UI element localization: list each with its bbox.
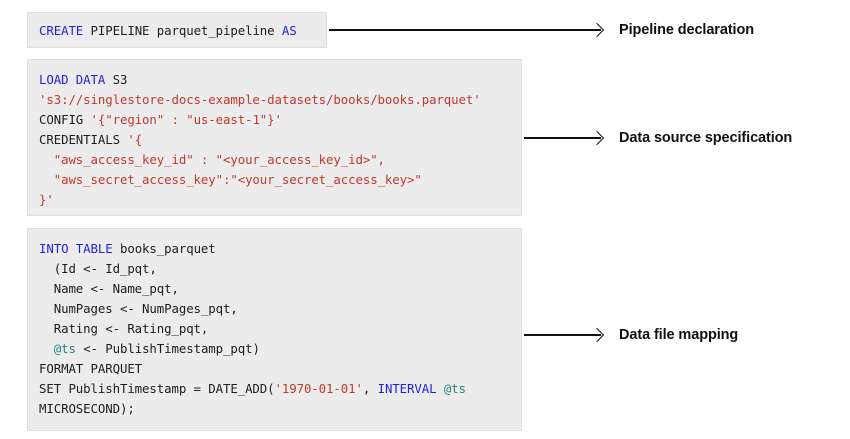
annotation-data-file-mapping: Data file mapping — [524, 325, 738, 345]
code-token-str: '1970-01-01' — [274, 381, 363, 396]
code-token-plain: FORMAT PARQUET — [39, 361, 143, 376]
code-token-str: '{ — [127, 132, 143, 147]
code-token-plain: NumPages <- NumPages_pqt, — [39, 301, 238, 316]
code-token-str: "aws_access_key_id" : "<your_access_key_… — [39, 152, 385, 167]
code-token-var: @ts — [443, 381, 466, 396]
code-token-plain: PIPELINE parquet_pipeline — [83, 23, 282, 38]
code-line: MICROSECOND); — [39, 399, 521, 419]
code-token-str: "aws_secret_access_key":"<your_secret_ac… — [39, 172, 422, 187]
arrow-icon — [329, 29, 601, 31]
code-token-plain — [436, 381, 443, 396]
code-line: Rating <- Rating_pqt, — [39, 319, 521, 339]
annotation-label-data-file-mapping: Data file mapping — [619, 327, 739, 343]
annotation-label-data-source-specification: Data source specification — [619, 130, 793, 146]
code-token-kw: CREATE — [39, 23, 84, 38]
annotation-label-pipeline-declaration: Pipeline declaration — [619, 22, 754, 38]
code-line: Name <- Name_pqt, — [39, 279, 521, 299]
code-token-kw: LOAD DATA — [39, 72, 106, 87]
code-token-plain: , — [362, 381, 378, 396]
code-line: "aws_secret_access_key":"<your_secret_ac… — [39, 170, 521, 190]
code-token-str: 's3://singlestore-docs-example-datasets/… — [39, 92, 481, 107]
code-token-plain: books_parquet — [112, 241, 216, 256]
code-line: LOAD DATA S3 — [39, 70, 521, 90]
code-line: CREATE PIPELINE parquet_pipeline AS — [39, 21, 326, 41]
code-line: CONFIG '{"region" : "us-east-1"}' — [39, 110, 521, 130]
code-token-str: '{"region" : "us-east-1"}' — [90, 112, 282, 127]
code-line: FORMAT PARQUET — [39, 359, 521, 379]
code-line: SET PublishTimestamp = DATE_ADD('1970-01… — [39, 379, 521, 399]
code-line: @ts <- PublishTimestamp_pqt) — [39, 339, 521, 359]
code-block-pipeline-declaration: CREATE PIPELINE parquet_pipeline AS — [27, 12, 327, 48]
code-line: NumPages <- NumPages_pqt, — [39, 299, 521, 319]
code-block-data-source-specification: LOAD DATA S3 's3://singlestore-docs-examp… — [27, 59, 522, 216]
code-token-plain: SET PublishTimestamp = DATE_ADD( — [39, 381, 275, 396]
code-line: INTO TABLE books_parquet — [39, 239, 521, 259]
code-token-plain: (Id <- Id_pqt, — [39, 261, 157, 276]
code-line: }' — [39, 190, 521, 210]
code-line: (Id <- Id_pqt, — [39, 259, 521, 279]
code-block-data-file-mapping: INTO TABLE books_parquet (Id <- Id_pqt, … — [27, 228, 522, 431]
arrow-icon — [524, 137, 601, 139]
code-token-var: @ts — [53, 341, 76, 356]
code-token-kw: INTO TABLE — [39, 241, 113, 256]
code-token-plain: CREDENTIALS — [39, 132, 128, 147]
arrow-icon — [524, 334, 601, 336]
code-token-plain: Rating <- Rating_pqt, — [39, 321, 209, 336]
code-token-kw: INTERVAL — [377, 381, 437, 396]
code-token-plain: CONFIG — [39, 112, 91, 127]
code-line: "aws_access_key_id" : "<your_access_key_… — [39, 150, 521, 170]
code-token-plain: MICROSECOND); — [39, 401, 135, 416]
code-token-plain: <- PublishTimestamp_pqt) — [75, 341, 260, 356]
code-token-plain — [39, 341, 54, 356]
code-line: 's3://singlestore-docs-example-datasets/… — [39, 90, 521, 110]
code-token-plain: Name <- Name_pqt, — [39, 281, 179, 296]
code-token-str: }' — [39, 192, 54, 207]
code-token-plain: S3 — [105, 72, 128, 87]
annotation-data-source-specification: Data source specification — [524, 128, 792, 148]
annotation-pipeline-declaration: Pipeline declaration — [329, 20, 754, 40]
code-line: CREDENTIALS '{ — [39, 130, 521, 150]
code-token-kw: AS — [281, 23, 297, 38]
